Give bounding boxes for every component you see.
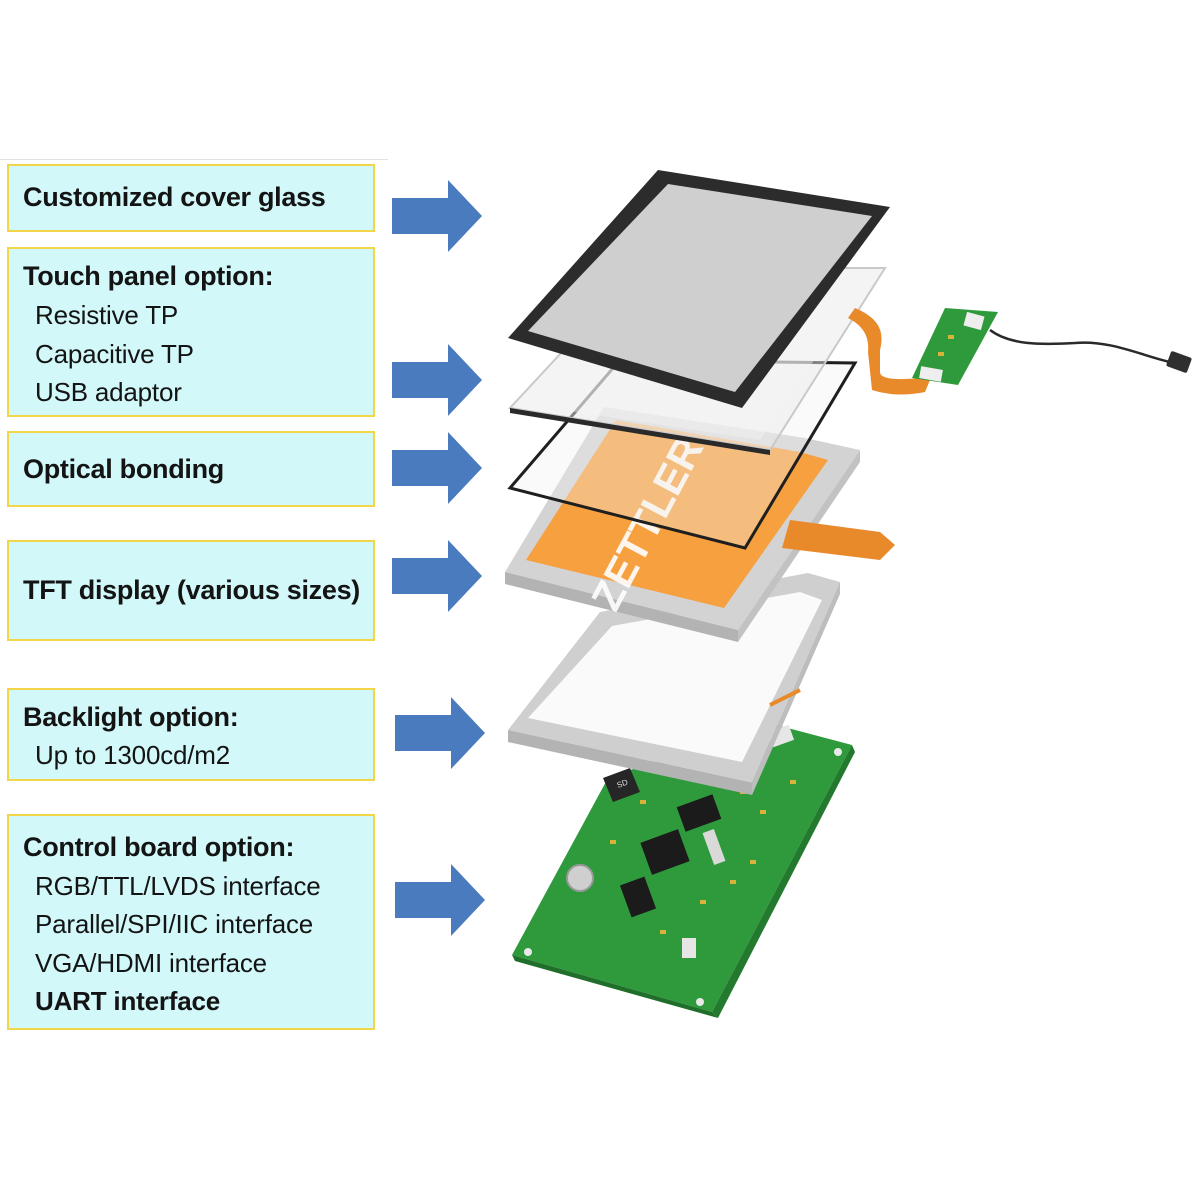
pcb-chip — [640, 829, 690, 875]
label-backlight-item: Up to 1300cd/m2 — [35, 740, 231, 770]
label-control-board-item: RGB/TTL/LVDS interface — [35, 871, 321, 901]
label-tft-display-heading: TFT display (various sizes) — [23, 575, 360, 605]
sd-card: SD — [603, 768, 640, 802]
label-control-board-item: VGA/HDMI interface — [35, 948, 267, 978]
label-backlight: Backlight option: Up to 1300cd/m2 — [7, 688, 375, 781]
touch-flex-cable — [848, 308, 930, 395]
arrow-right-icon — [395, 697, 485, 769]
sd-card-label: SD — [616, 778, 630, 790]
cover-glass-layer — [508, 170, 890, 408]
pcb-chip — [619, 876, 657, 918]
arrow-right-icon — [392, 344, 482, 416]
label-control-board-item: Parallel/SPI/IIC interface — [35, 909, 314, 939]
usb-plug-icon — [1166, 351, 1192, 373]
label-touch-panel-heading: Touch panel option: — [23, 261, 274, 291]
label-control-board: Control board option: RGB/TTL/LVDS inter… — [7, 814, 375, 1030]
label-optical-bonding-heading: Optical bonding — [23, 454, 224, 484]
display-flex-cable — [782, 520, 895, 560]
arrow-right-icon — [395, 864, 485, 936]
label-touch-panel-item: Resistive TP — [35, 300, 179, 330]
arrow-right-icon — [392, 540, 482, 612]
label-control-board-heading: Control board option: — [23, 832, 295, 862]
label-touch-panel: Touch panel option: Resistive TP Capacit… — [7, 247, 375, 417]
pcb-chip — [676, 794, 722, 832]
arrow-right-icon — [392, 432, 482, 504]
label-touch-panel-item: Capacitive TP — [35, 339, 194, 369]
label-cover-glass: Customized cover glass — [7, 164, 375, 232]
label-backlight-heading: Backlight option: — [23, 702, 239, 732]
control-board-pcb — [512, 722, 855, 1018]
label-cover-glass-heading: Customized cover glass — [23, 182, 326, 212]
top-divider-line — [0, 159, 388, 160]
label-touch-panel-item: USB adaptor — [35, 377, 182, 407]
backlight-lead — [769, 688, 801, 707]
label-optical-bonding: Optical bonding — [7, 431, 375, 507]
pcb-connector — [702, 828, 726, 866]
label-control-board-item: UART interface — [35, 986, 221, 1016]
arrow-right-icon — [392, 180, 482, 252]
coin-battery — [566, 864, 594, 892]
backlight-layer — [508, 573, 840, 795]
label-tft-display: TFT display (various sizes) — [7, 540, 375, 641]
pcb-connector — [682, 938, 696, 958]
usb-adaptor — [912, 308, 1192, 385]
